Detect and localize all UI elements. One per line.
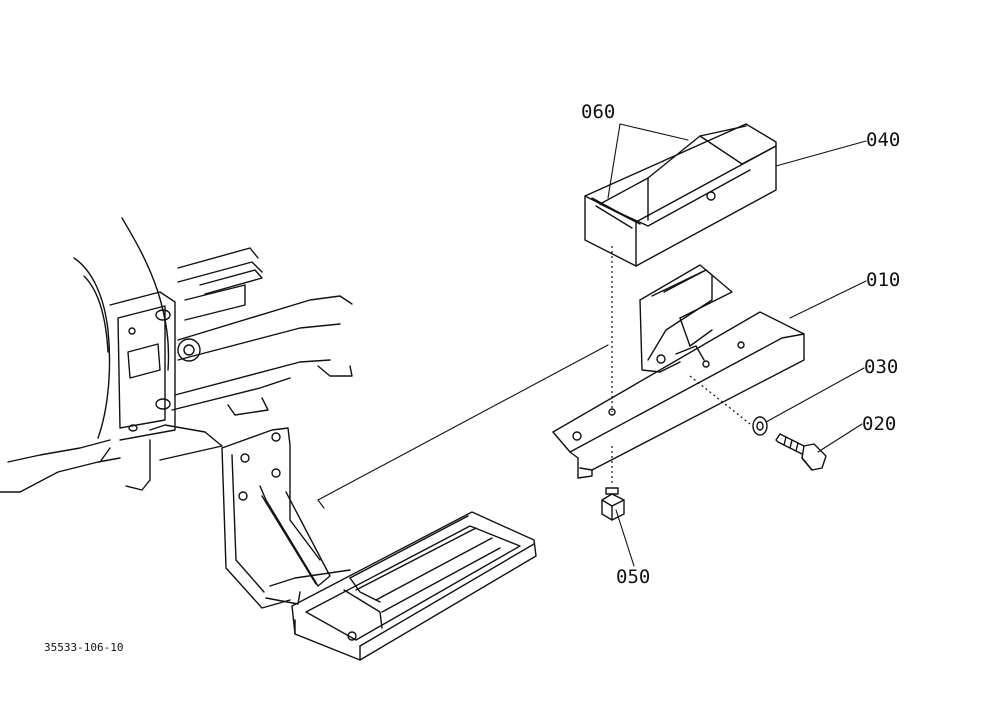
tractor-body	[0, 217, 353, 493]
callout-010: 010	[866, 269, 901, 291]
callout-020: 020	[862, 413, 897, 435]
mount-leader-tick	[317, 499, 325, 509]
assembly-axis-030	[689, 375, 751, 425]
mounting-hole	[608, 408, 616, 416]
step-plate	[291, 511, 537, 661]
callout-060: 060	[581, 101, 616, 123]
drawing-code: 35533-106-10	[44, 641, 124, 654]
callout-030: 030	[864, 356, 899, 378]
bolt-020	[775, 433, 827, 471]
leader-lines	[607, 123, 867, 567]
step-bracket	[221, 427, 351, 609]
bracket-010	[552, 264, 805, 479]
callout-040: 040	[866, 129, 901, 151]
mount-leader-line	[317, 344, 609, 501]
washer-030	[752, 416, 768, 436]
callout-050: 050	[616, 566, 651, 588]
lamp-housing-040	[584, 123, 777, 267]
nut-050	[601, 487, 625, 521]
